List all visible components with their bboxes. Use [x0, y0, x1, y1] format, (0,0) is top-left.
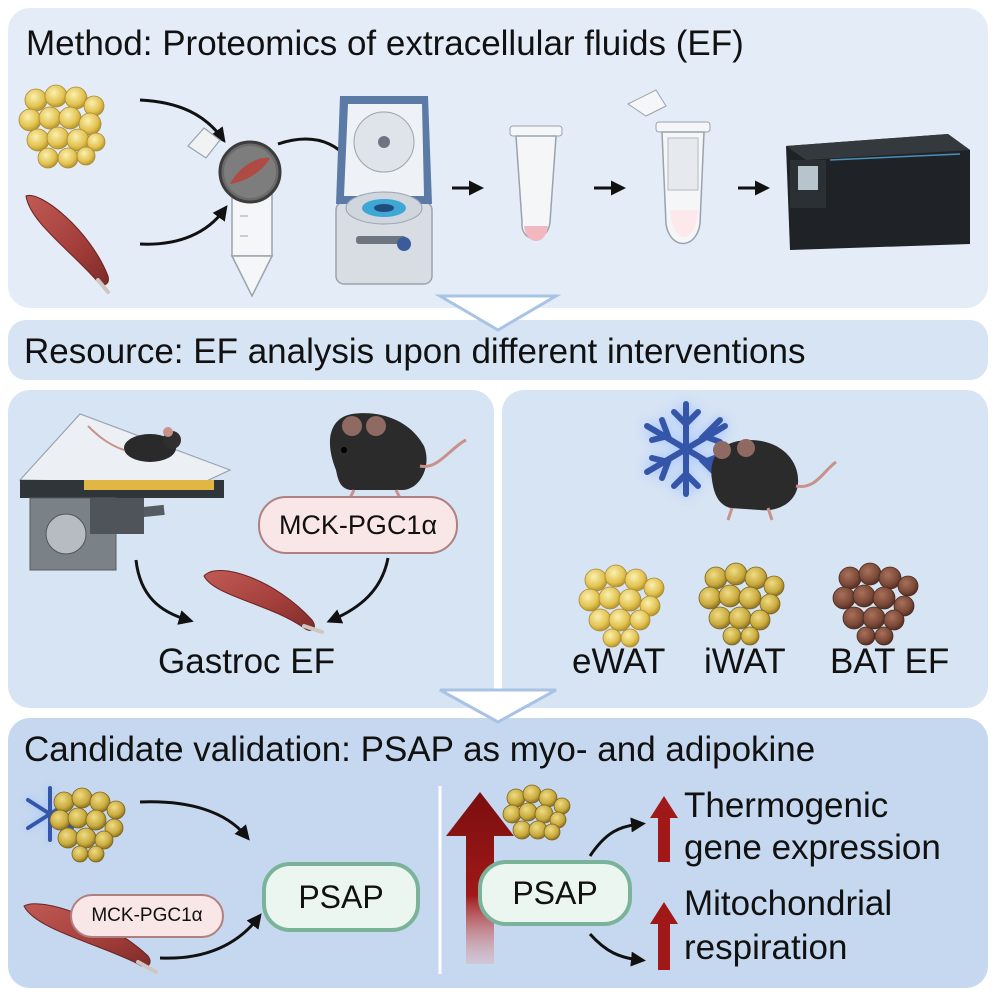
- fat-cluster-icon: [698, 562, 785, 646]
- flow-arrow-1: [434, 294, 562, 332]
- validation-title: Candidate validation: PSAP as myo- and a…: [24, 730, 816, 769]
- fat-cluster-icon: [18, 84, 106, 169]
- resource-title: Resource: EF analysis upon different int…: [24, 332, 806, 371]
- psap-pill: PSAP: [478, 860, 632, 926]
- up-arrow-icon: [650, 796, 678, 970]
- bat-ef-label: BAT EF: [830, 642, 950, 681]
- mouse-icon: [329, 413, 467, 499]
- microtube-icon: [509, 125, 563, 241]
- fat-cluster-icon: [832, 562, 919, 646]
- muscle-icon: [25, 194, 110, 294]
- fat-cluster-icon: [49, 787, 126, 863]
- flow-arrow-2: [439, 688, 557, 724]
- mass-spectrometer-icon: [786, 134, 970, 250]
- ewat-label: eWAT: [572, 642, 666, 681]
- gene-expression-label: gene expression: [684, 828, 941, 867]
- filter-tube-icon: [627, 89, 711, 245]
- strainer-tube-icon: [187, 127, 282, 298]
- gastroc-ef-label: Gastroc EF: [158, 642, 335, 681]
- psap-pill: PSAP: [262, 862, 420, 932]
- mouse-icon: [711, 439, 837, 521]
- mck-pgc1a-pill: MCK-PGC1α: [258, 496, 458, 554]
- centrifuge-icon: [335, 96, 433, 285]
- mck-pgc1a-pill: MCK-PGC1α: [70, 894, 224, 938]
- thermogenic-label: Thermogenic: [684, 786, 889, 825]
- validation-panel: [8, 718, 988, 988]
- mitochondrial-label: Mitochondrial: [684, 884, 893, 923]
- fat-cluster-icon: [578, 564, 665, 648]
- method-title: Method: Proteomics of extracellular flui…: [26, 24, 744, 63]
- iwat-label: iWAT: [704, 642, 786, 681]
- muscle-icon: [203, 570, 324, 634]
- fat-cluster-icon: [502, 784, 571, 841]
- treadmill-icon: [18, 413, 232, 571]
- respiration-label: respiration: [684, 928, 848, 967]
